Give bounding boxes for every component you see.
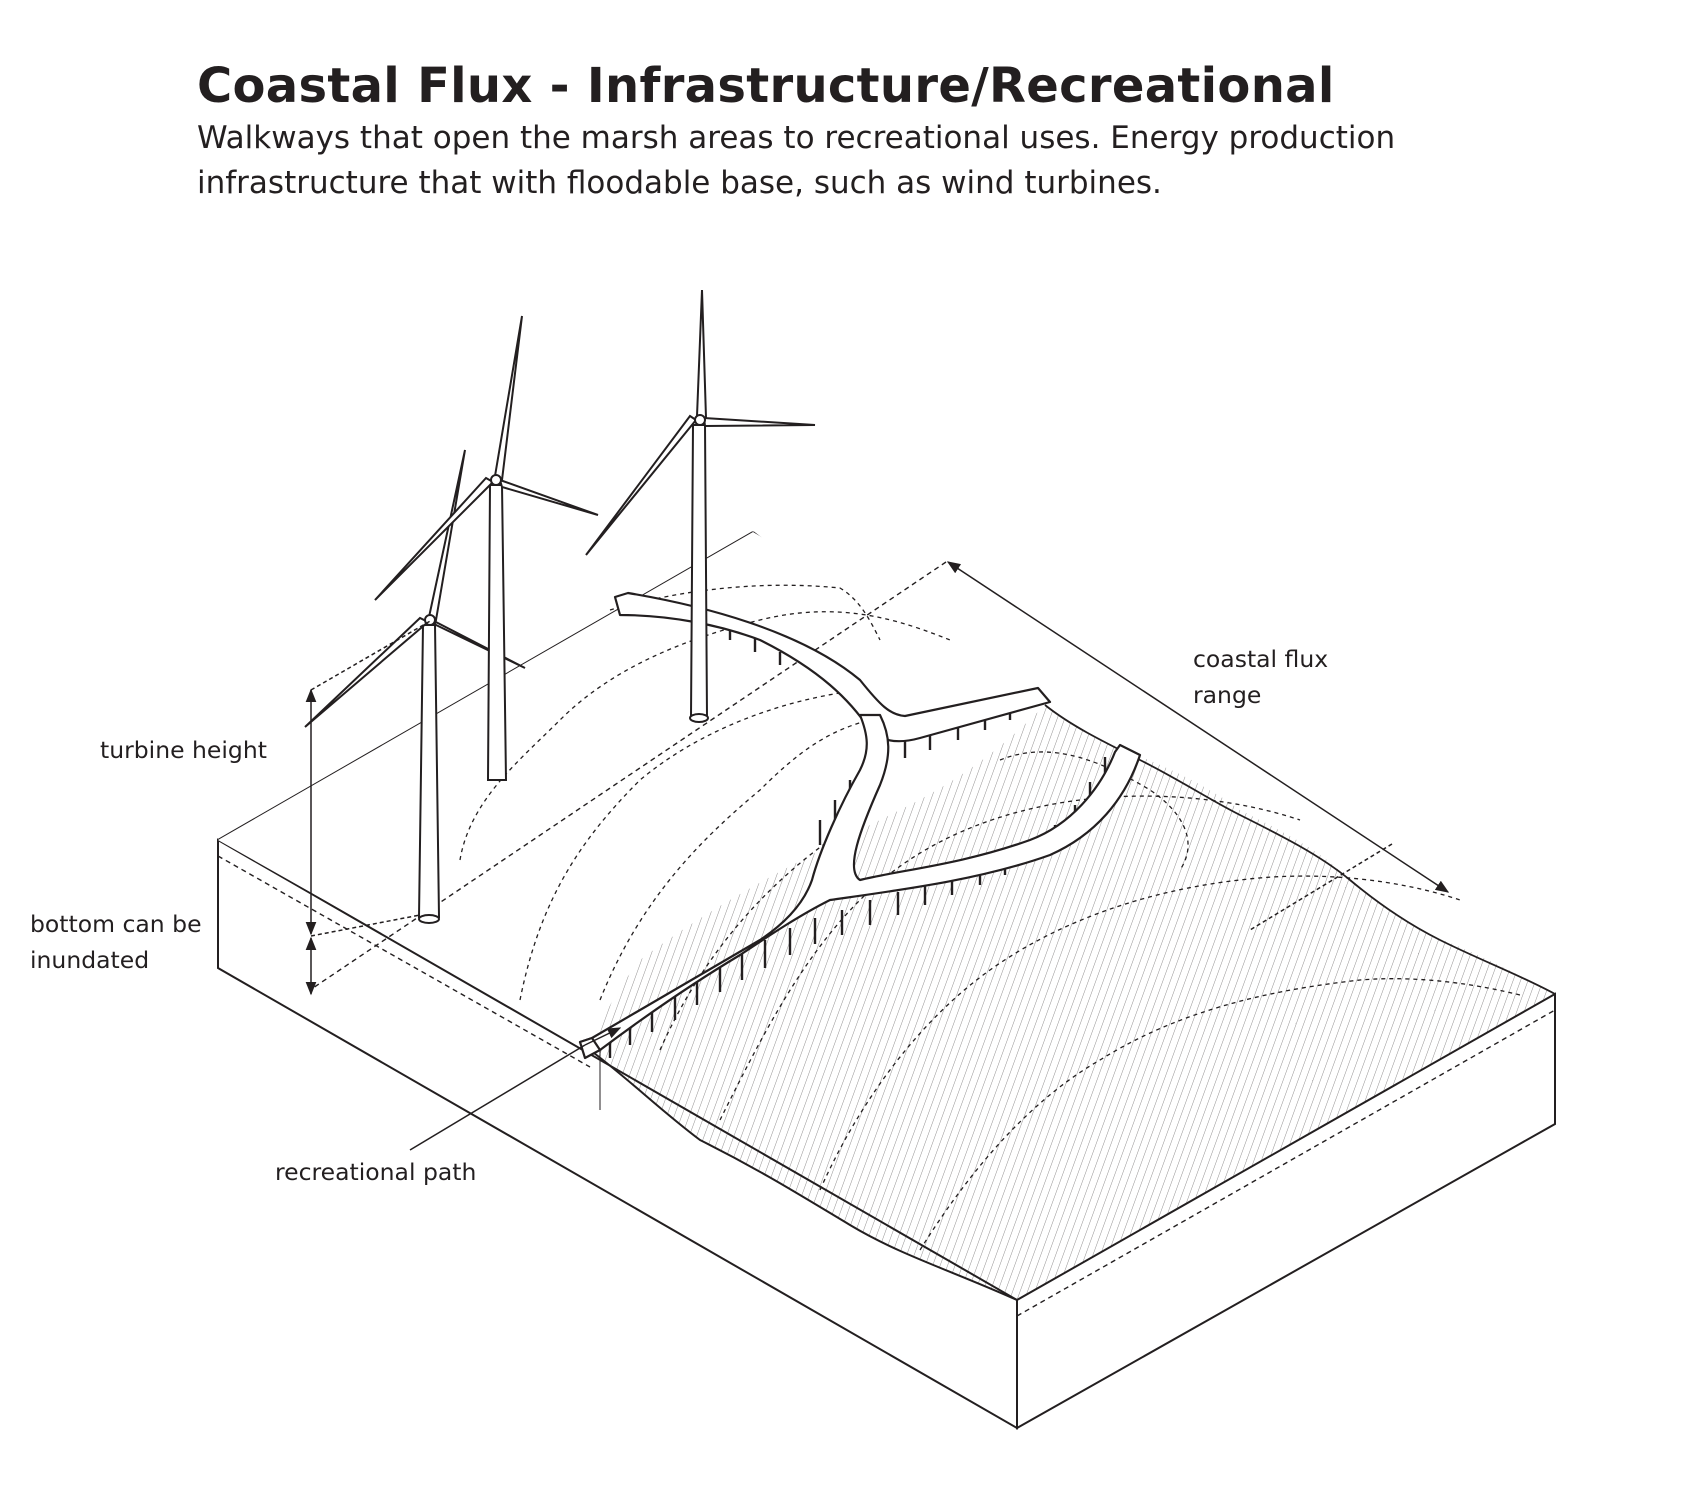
turbine-2-blade-left	[374, 476, 495, 601]
turbine-3-blade-right	[702, 416, 816, 428]
turbine-1-blade-right	[431, 619, 526, 669]
coastal-flux-range-line-2: range	[1193, 681, 1261, 709]
turbine-2-tower	[486, 484, 508, 781]
recreational-walkway	[578, 591, 1142, 1060]
turbine-height-dimension	[305, 619, 433, 996]
turbine-3-blade-left	[585, 414, 698, 556]
description-line-2: infrastructure that with floodable base,…	[197, 165, 1162, 201]
turbine-1-tower	[417, 624, 441, 918]
wind-turbine-2	[374, 315, 599, 781]
coastal-flux-range-label: coastal flux range	[1193, 645, 1336, 709]
turbine-2-blade-right	[498, 478, 599, 516]
walkway-trunk	[578, 713, 1142, 1052]
description-line-1: Walkways that open the marsh areas to re…	[197, 120, 1396, 156]
wind-turbine-3	[585, 289, 816, 723]
bottom-inundated-line-1: bottom can be	[30, 910, 202, 938]
bottom-inundated-line-2: inundated	[30, 946, 149, 974]
recreational-path-leader	[409, 1027, 622, 1151]
coastal-flux-dimension	[946, 561, 1450, 931]
turbine-3-blade-up	[695, 289, 708, 420]
page-description: Walkways that open the marsh areas to re…	[197, 116, 1547, 206]
turbine-3-tower	[689, 424, 709, 718]
wind-turbine-1	[304, 449, 526, 924]
turbine-height-label: turbine height	[100, 736, 267, 764]
bottom-inundated-label: bottom can be inundated	[30, 910, 209, 974]
block-dashed-lines	[217, 561, 1556, 1317]
recreational-path-label: recreational path	[275, 1158, 476, 1186]
shoreline-edge	[589, 1049, 1018, 1301]
coastal-flux-range-line-1: coastal flux	[1193, 645, 1328, 673]
walkway-branch-upper	[613, 591, 1052, 743]
page-title: Coastal Flux - Infrastructure/Recreation…	[197, 58, 1335, 114]
turbine-2-blade-up	[493, 315, 523, 482]
turbine-1-blade-left	[304, 616, 430, 728]
